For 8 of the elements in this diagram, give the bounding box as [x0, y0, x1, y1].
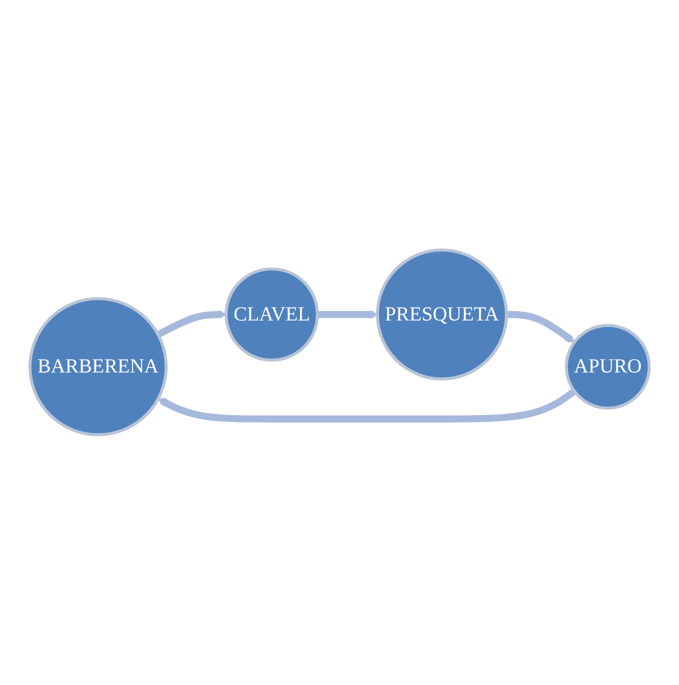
node-circle: PRESQUETA	[376, 248, 508, 381]
node-circle: BARBERENA	[28, 297, 168, 436]
arrow	[158, 388, 576, 423]
node-circle: CLAVEL	[224, 267, 319, 362]
arrow	[506, 311, 575, 343]
arrow	[156, 310, 226, 338]
node-circle: APURO	[564, 324, 651, 410]
arrow	[317, 310, 378, 319]
